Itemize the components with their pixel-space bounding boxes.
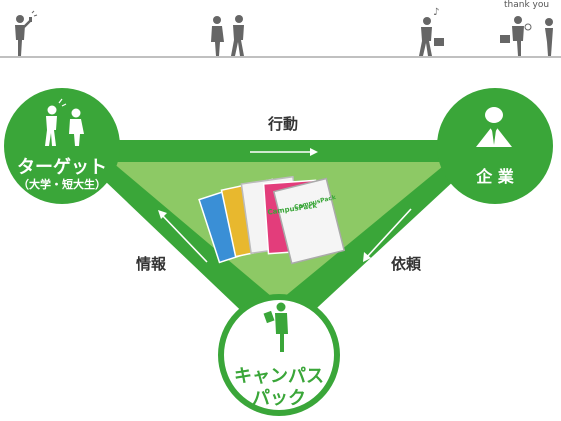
businessman-icon	[476, 107, 512, 147]
campus-pack-node	[218, 294, 340, 416]
person-briefcase-figure: ♪	[419, 7, 444, 56]
campus-pack-title-line2: パック	[252, 388, 306, 409]
company-node	[437, 88, 553, 204]
target-node	[4, 88, 120, 204]
brochure-stack: CampusPack CampusPack	[198, 175, 346, 265]
walking-pair-figure	[211, 15, 244, 56]
top-scene: ♪	[0, 7, 561, 58]
information-label: 情報	[136, 255, 167, 273]
request-arrow	[363, 208, 412, 262]
action-label: 行動	[268, 115, 299, 133]
information-arrow	[158, 210, 208, 263]
company-title: 企 業	[476, 167, 514, 186]
request-label: 依頼	[391, 255, 422, 273]
reader-icon	[263, 302, 288, 352]
target-subtitle: （大学・短大生）	[18, 178, 106, 191]
thank-you-text: thank you	[504, 0, 550, 10]
triangle-diagram: CampusPack CampusPack	[4, 88, 553, 416]
business-people-figure	[500, 16, 553, 56]
action-arrow	[250, 148, 318, 156]
svg-text:♪: ♪	[433, 7, 439, 18]
students-icon	[45, 98, 84, 146]
campus-pack-title-line1: キャンパス	[234, 366, 324, 387]
target-title: ターゲット	[17, 157, 107, 178]
person-phone-figure	[15, 10, 38, 56]
